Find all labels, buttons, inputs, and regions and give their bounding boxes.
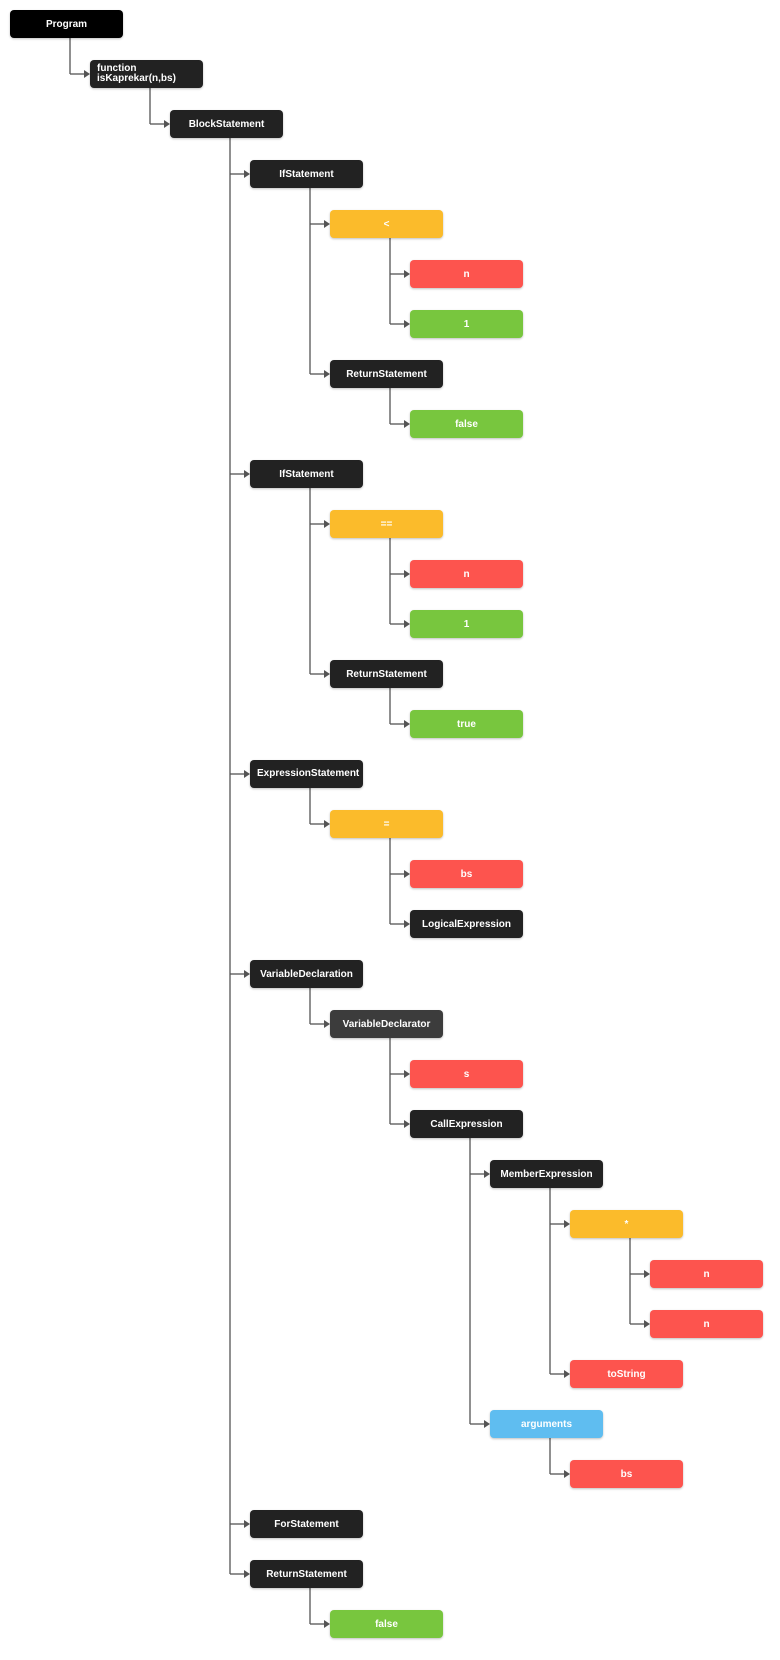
arrow-icon: [404, 1070, 410, 1078]
arrow-icon: [84, 70, 90, 78]
arrow-icon: [404, 270, 410, 278]
arrow-icon: [324, 520, 330, 528]
arrow-icon: [324, 670, 330, 678]
ast-node-returnstatement[interactable]: ReturnStatement: [250, 1560, 363, 1588]
ast-node-false[interactable]: false: [410, 410, 523, 438]
ast-node-expressionstatement[interactable]: ExpressionStatement: [250, 760, 363, 788]
arrow-icon: [244, 170, 250, 178]
ast-node-variabledeclarator[interactable]: VariableDeclarator: [330, 1010, 443, 1038]
arrow-icon: [244, 970, 250, 978]
ast-node-bs[interactable]: bs: [410, 860, 523, 888]
arrow-icon: [404, 1120, 410, 1128]
arrow-icon: [564, 1370, 570, 1378]
ast-node-program[interactable]: Program: [10, 10, 123, 38]
arrow-icon: [484, 1420, 490, 1428]
arrow-icon: [324, 1620, 330, 1628]
arrow-icon: [324, 1020, 330, 1028]
ast-node-op[interactable]: *: [570, 1210, 683, 1238]
arrow-icon: [404, 870, 410, 878]
arrow-icon: [244, 1520, 250, 1528]
ast-node-returnstatement[interactable]: ReturnStatement: [330, 360, 443, 388]
ast-node-bs[interactable]: bs: [570, 1460, 683, 1488]
arrow-icon: [324, 370, 330, 378]
ast-node-n[interactable]: n: [410, 260, 523, 288]
ast-node-returnstatement[interactable]: ReturnStatement: [330, 660, 443, 688]
arrow-icon: [324, 220, 330, 228]
ast-node-memberexpression[interactable]: MemberExpression: [490, 1160, 603, 1188]
ast-node-function-iskaprekar-n-bs[interactable]: function isKaprekar(n,bs): [90, 60, 203, 88]
ast-node-arguments[interactable]: arguments: [490, 1410, 603, 1438]
ast-node-ifstatement[interactable]: IfStatement: [250, 160, 363, 188]
arrow-icon: [644, 1270, 650, 1278]
arrow-icon: [404, 570, 410, 578]
ast-node-op[interactable]: =: [330, 810, 443, 838]
arrow-icon: [244, 1570, 250, 1578]
arrow-icon: [244, 770, 250, 778]
arrow-icon: [484, 1170, 490, 1178]
ast-node-ifstatement[interactable]: IfStatement: [250, 460, 363, 488]
ast-node-1[interactable]: 1: [410, 310, 523, 338]
ast-node-variabledeclaration[interactable]: VariableDeclaration: [250, 960, 363, 988]
ast-node-true[interactable]: true: [410, 710, 523, 738]
arrow-icon: [404, 920, 410, 928]
arrow-icon: [644, 1320, 650, 1328]
ast-node-op[interactable]: <: [330, 210, 443, 238]
ast-node-op[interactable]: ==: [330, 510, 443, 538]
arrow-icon: [404, 720, 410, 728]
ast-node-blockstatement[interactable]: BlockStatement: [170, 110, 283, 138]
arrow-icon: [164, 120, 170, 128]
arrow-icon: [324, 820, 330, 828]
arrow-icon: [564, 1470, 570, 1478]
ast-node-s[interactable]: s: [410, 1060, 523, 1088]
ast-node-n[interactable]: n: [410, 560, 523, 588]
arrow-icon: [404, 320, 410, 328]
ast-node-false[interactable]: false: [330, 1610, 443, 1638]
ast-node-callexpression[interactable]: CallExpression: [410, 1110, 523, 1138]
ast-node-tostring[interactable]: toString: [570, 1360, 683, 1388]
ast-node-forstatement[interactable]: ForStatement: [250, 1510, 363, 1538]
ast-node-n[interactable]: n: [650, 1260, 763, 1288]
ast-node-1[interactable]: 1: [410, 610, 523, 638]
arrow-icon: [564, 1220, 570, 1228]
arrow-icon: [404, 620, 410, 628]
arrow-icon: [404, 420, 410, 428]
ast-node-logicalexpression[interactable]: LogicalExpression: [410, 910, 523, 938]
ast-node-n[interactable]: n: [650, 1310, 763, 1338]
arrow-icon: [244, 470, 250, 478]
